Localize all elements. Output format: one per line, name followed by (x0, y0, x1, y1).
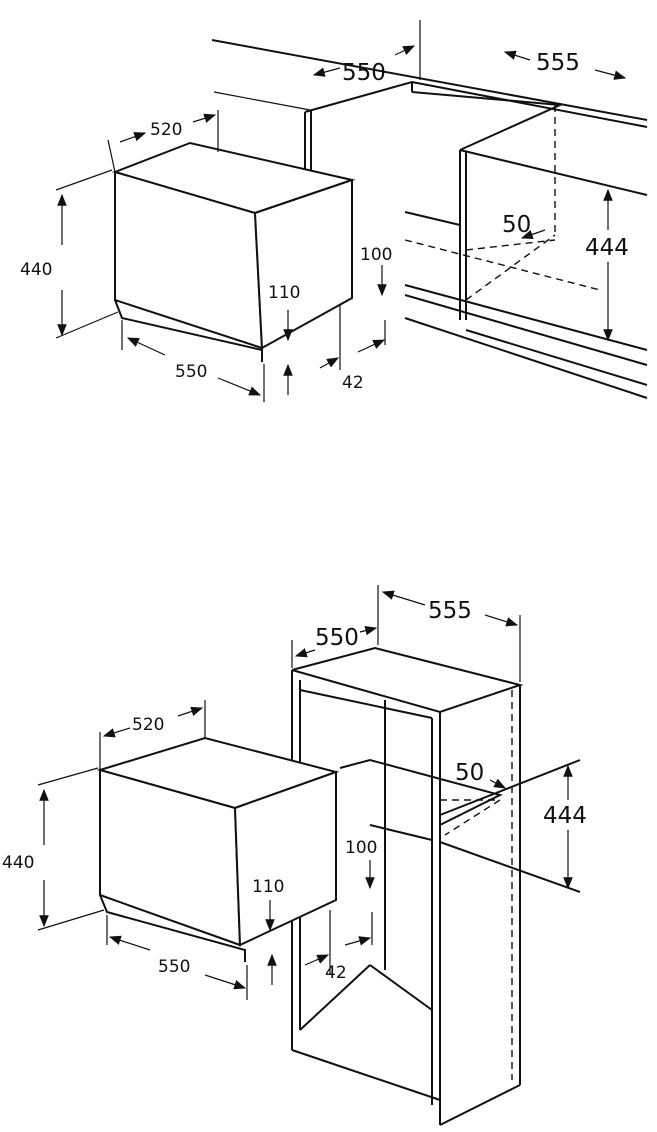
plinth-height-label-2: 110 (252, 877, 284, 897)
cabinet-width-label-2: 555 (428, 598, 472, 624)
oven-height-label: 440 (20, 260, 52, 280)
oven-height-label-2: 440 (2, 853, 34, 873)
ventilation-gap-label: 42 (342, 373, 364, 393)
opening-height-label-2: 444 (543, 803, 587, 829)
oven-unit (111, 141, 356, 362)
gap-height-label-2: 100 (345, 838, 377, 858)
shelf-depth-label-2: 50 (455, 760, 484, 786)
oven-width-label: 520 (150, 120, 182, 140)
tall-cabinet-diagram: 520 440 550 110 100 42 550 555 50 444 (2, 585, 587, 1126)
dimension-lines (55, 20, 627, 402)
cabinet-depth-label-2: 550 (315, 625, 359, 651)
dimension-lines-2 (37, 585, 573, 1000)
opening-height-label: 444 (585, 235, 629, 261)
ventilation-gap-label-2: 42 (325, 963, 347, 983)
tall-cabinet (291, 646, 581, 1126)
worktop-and-cabinet (211, 39, 648, 399)
under-counter-diagram: 520 440 550 110 100 42 550 555 50 444 (20, 20, 648, 402)
oven-depth-label: 550 (175, 362, 207, 382)
gap-height-label: 100 (360, 245, 392, 265)
plinth-height-label: 110 (268, 283, 300, 303)
oven-unit-2 (96, 736, 340, 962)
oven-depth-label-2: 550 (158, 957, 190, 977)
shelf-depth-label: 50 (502, 212, 531, 238)
cabinet-width-label: 555 (536, 50, 580, 76)
cabinet-depth-label: 550 (342, 60, 386, 86)
oven-width-label-2: 520 (132, 715, 164, 735)
